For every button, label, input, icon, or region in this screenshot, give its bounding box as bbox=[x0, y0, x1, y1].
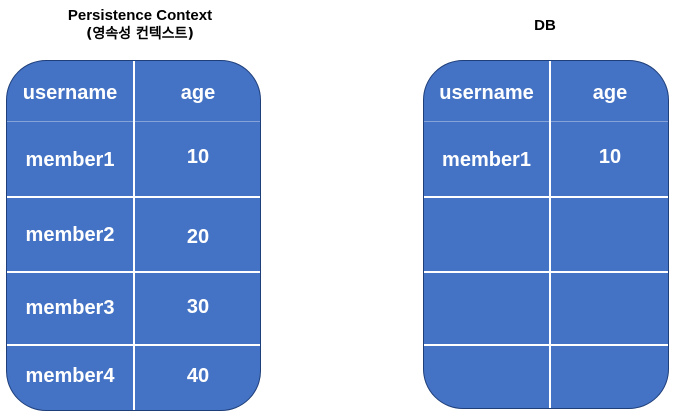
persistence-context-title: Persistence Context (영속성 컨텍스트) bbox=[20, 6, 260, 44]
context-row-1-age: 10 bbox=[186, 146, 210, 168]
column-divider bbox=[549, 61, 551, 408]
row-divider bbox=[7, 196, 260, 198]
row-divider bbox=[7, 344, 260, 346]
db-header-age: age bbox=[592, 82, 628, 104]
header-row-divider bbox=[424, 121, 668, 122]
context-row-4-username: member4 bbox=[25, 365, 115, 387]
db-table: username age member1 10 bbox=[423, 60, 669, 409]
context-row-4-age: 40 bbox=[186, 365, 210, 387]
context-row-1-username: member1 bbox=[25, 149, 115, 171]
persistence-context-table: username age member1 10 member2 20 membe… bbox=[6, 60, 261, 411]
persistence-context-title-line1: Persistence Context bbox=[67, 7, 213, 24]
row-divider bbox=[7, 271, 260, 273]
row-divider bbox=[424, 196, 668, 198]
row-divider bbox=[424, 344, 668, 346]
context-row-2-username: member2 bbox=[25, 224, 115, 246]
db-row-1-username: member1 bbox=[442, 149, 531, 171]
db-title: DB bbox=[534, 17, 556, 34]
db-header-username: username bbox=[439, 82, 534, 104]
column-divider bbox=[133, 61, 135, 410]
db-row-1-age: 10 bbox=[598, 146, 622, 168]
context-row-2-age: 20 bbox=[186, 226, 210, 248]
header-age: age bbox=[180, 82, 216, 104]
context-row-3-username: member3 bbox=[25, 297, 115, 319]
header-row-divider bbox=[7, 121, 260, 122]
header-username: username bbox=[22, 82, 118, 104]
context-row-3-age: 30 bbox=[186, 296, 210, 318]
persistence-context-title-line2: (영속성 컨텍스트) bbox=[86, 26, 194, 42]
row-divider bbox=[424, 271, 668, 273]
